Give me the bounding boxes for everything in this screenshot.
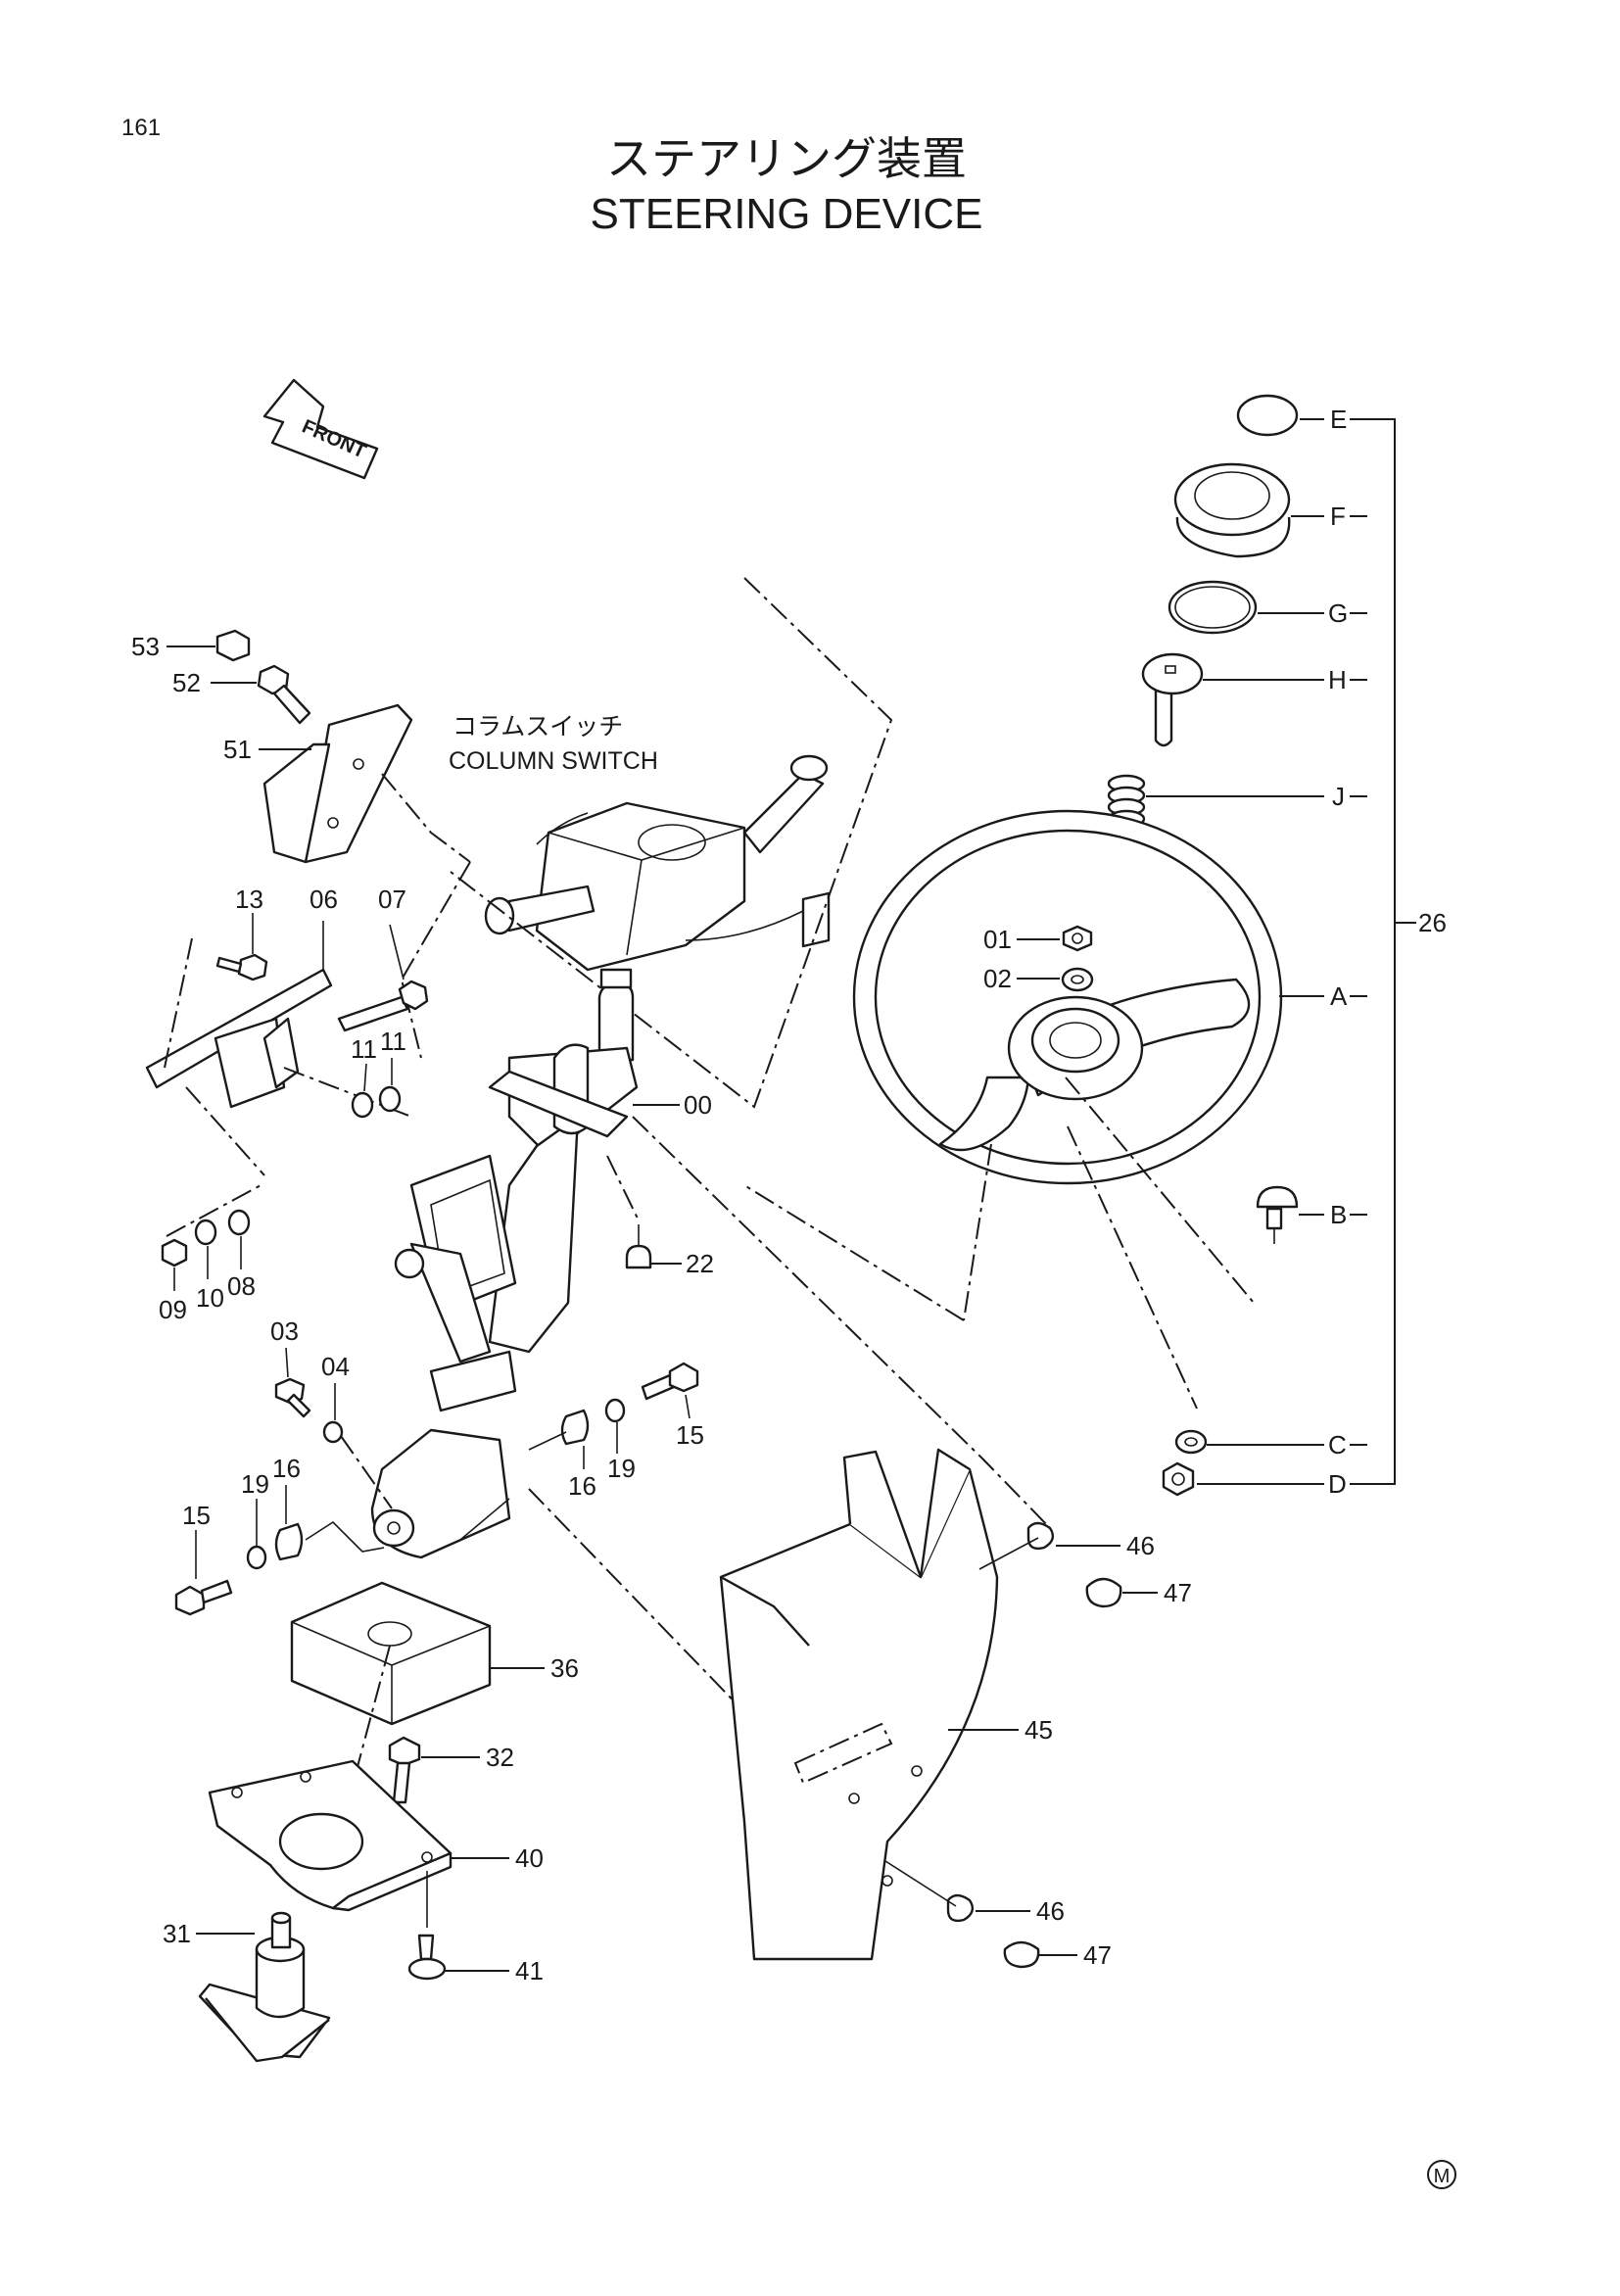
page-number: 161 — [121, 115, 161, 141]
washer-11a — [351, 1091, 374, 1119]
bracket-plate-06 — [145, 968, 333, 1109]
title-english: STEERING DEVICE — [591, 190, 983, 238]
washer-19b — [604, 1398, 626, 1423]
callout-H: H — [1328, 665, 1347, 694]
bolt-13 — [215, 953, 268, 981]
callout-11-b: 11 — [380, 1027, 406, 1056]
column-cover-45 — [719, 1448, 999, 1961]
bolt-15b — [641, 1362, 699, 1401]
callout-52: 52 — [172, 668, 201, 697]
callout-C: C — [1328, 1430, 1347, 1459]
callout-16-b: 16 — [568, 1471, 596, 1501]
callout-19-b: 19 — [607, 1454, 636, 1483]
callout-09: 09 — [159, 1295, 187, 1324]
callout-06: 06 — [310, 885, 338, 914]
column-switch-label-en: COLUMN SWITCH — [449, 747, 658, 775]
mounting-plate-40 — [208, 1759, 453, 1912]
horn-button — [1141, 652, 1204, 747]
callout-47-a: 47 — [1164, 1578, 1192, 1607]
nut-01 — [1062, 925, 1093, 952]
bushing-16a — [274, 1522, 304, 1561]
callout-11-a: 11 — [351, 1034, 377, 1064]
steering-wheel-assembly — [743, 394, 1416, 1497]
callout-46-a: 46 — [1126, 1531, 1155, 1560]
callout-36: 36 — [550, 1653, 579, 1683]
callout-26: 26 — [1418, 908, 1447, 937]
callout-G: G — [1328, 598, 1348, 628]
bolt-15a — [174, 1579, 233, 1616]
bolt-52 — [257, 664, 311, 725]
callout-45: 45 — [1024, 1715, 1053, 1745]
nut-d — [1162, 1461, 1195, 1497]
group-bracket-26 — [1367, 418, 1396, 1485]
bracket-51 — [262, 703, 413, 864]
callout-J: J — [1332, 782, 1345, 811]
o-ring — [1167, 580, 1258, 635]
callout-47-b: 47 — [1083, 1940, 1112, 1970]
callout-19-a: 19 — [241, 1469, 269, 1499]
cap-47a — [1085, 1577, 1122, 1608]
screw-22 — [625, 1224, 652, 1269]
washer-08 — [227, 1209, 251, 1236]
callout-07: 07 — [378, 885, 406, 914]
sensor-00 — [488, 1043, 629, 1138]
column-switch-label-ja: コラムスイッチ — [453, 713, 623, 741]
steering-column — [370, 968, 639, 1559]
callout-01: 01 — [983, 925, 1012, 954]
lock-washer-c — [1174, 1429, 1208, 1455]
callout-labels: E F G H J 26 A B C D 01 02 00 22 53 52 5… — [131, 405, 1447, 1985]
washer-19a — [246, 1545, 267, 1570]
callout-53: 53 — [131, 632, 160, 661]
pad-36 — [290, 1581, 492, 1726]
screw-46b — [946, 1893, 975, 1923]
bolt-41 — [407, 1934, 447, 1981]
cap-47b — [1003, 1940, 1040, 1969]
callout-03: 03 — [270, 1316, 299, 1346]
callout-08: 08 — [227, 1271, 256, 1301]
callout-31: 31 — [163, 1919, 191, 1948]
washer-04 — [322, 1420, 344, 1444]
long-bolt-07 — [337, 980, 429, 1032]
callout-04: 04 — [321, 1352, 350, 1381]
steering-valve-31 — [198, 1911, 331, 2063]
callout-02: 02 — [983, 964, 1012, 993]
callout-15-a: 15 — [182, 1501, 211, 1530]
callout-10: 10 — [196, 1283, 224, 1313]
nut-09 — [161, 1238, 188, 1268]
steering-wheel — [852, 809, 1283, 1185]
callout-40: 40 — [515, 1843, 544, 1873]
callout-32: 32 — [486, 1743, 514, 1772]
callout-D: D — [1328, 1469, 1347, 1499]
callout-16-a: 16 — [272, 1454, 301, 1483]
callout-13: 13 — [235, 885, 263, 914]
callout-15-b: 15 — [676, 1420, 704, 1450]
nut-53 — [215, 629, 251, 662]
column-switch: コラムスイッチ COLUMN SWITCH — [449, 577, 893, 1109]
callout-E: E — [1330, 405, 1347, 434]
bolt-b — [1256, 1185, 1299, 1244]
callout-B: B — [1330, 1200, 1347, 1229]
title-japanese: ステアリング装置 — [606, 133, 967, 184]
washer-02 — [1061, 967, 1094, 992]
callout-51: 51 — [223, 735, 252, 764]
screw-46a — [1026, 1521, 1055, 1551]
washer-11b — [378, 1085, 402, 1113]
bolt-03 — [274, 1377, 311, 1418]
front-arrow-icon: FRONT — [262, 378, 379, 480]
m-mark-label: M — [1434, 2166, 1451, 2187]
washer-10 — [194, 1219, 217, 1246]
m-mark-icon: M — [1427, 2160, 1456, 2189]
callout-41: 41 — [515, 1956, 544, 1985]
horn-cover — [1173, 462, 1291, 558]
horn-cap — [1236, 394, 1299, 437]
bushing-16b — [560, 1409, 590, 1446]
callout-A: A — [1330, 981, 1348, 1011]
callout-00: 00 — [684, 1090, 712, 1120]
callout-46-b: 46 — [1036, 1896, 1065, 1926]
callout-F: F — [1330, 502, 1346, 531]
bolt-32 — [388, 1736, 421, 1804]
callout-22: 22 — [686, 1249, 714, 1278]
